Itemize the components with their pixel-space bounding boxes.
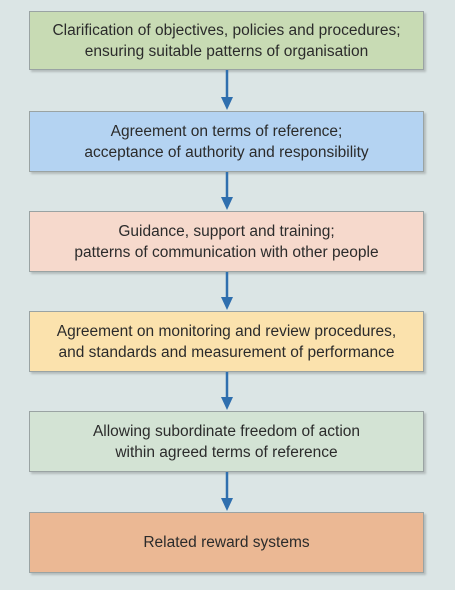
step-text-line: Agreement on monitoring and review proce… — [56, 322, 397, 340]
step-text-line: and standards and measurement of perform… — [58, 343, 395, 361]
step-text-line: within agreed terms of reference — [115, 443, 338, 461]
step-box-reward-systems: Related reward systems — [29, 512, 424, 573]
step-box-terms-of-reference: Agreement on terms of reference; accepta… — [29, 111, 424, 172]
down-arrow-icon — [219, 372, 235, 411]
down-arrow-icon — [219, 272, 235, 311]
step-box-guidance: Guidance, support and training; patterns… — [29, 211, 424, 272]
step-text-line: patterns of communication with other peo… — [74, 243, 379, 261]
step-text-line: Allowing subordinate freedom of action — [92, 422, 361, 440]
down-arrow-icon — [219, 70, 235, 111]
step-box-objectives: Clarification of objectives, policies an… — [29, 11, 424, 70]
step-box-freedom-of-action: Allowing subordinate freedom of action w… — [29, 411, 424, 472]
step-text-line: acceptance of authority and responsibili… — [84, 143, 369, 161]
step-text-line: ensuring suitable patterns of organisati… — [84, 42, 369, 60]
step-text-line: Clarification of objectives, policies an… — [52, 21, 401, 39]
down-arrow-icon — [219, 172, 235, 211]
step-text-line: Guidance, support and training; — [118, 222, 335, 240]
step-text-line: Related reward systems — [143, 534, 310, 551]
step-text-line: Agreement on terms of reference; — [110, 122, 343, 140]
step-box-monitoring: Agreement on monitoring and review proce… — [29, 311, 424, 372]
down-arrow-icon — [219, 472, 235, 512]
